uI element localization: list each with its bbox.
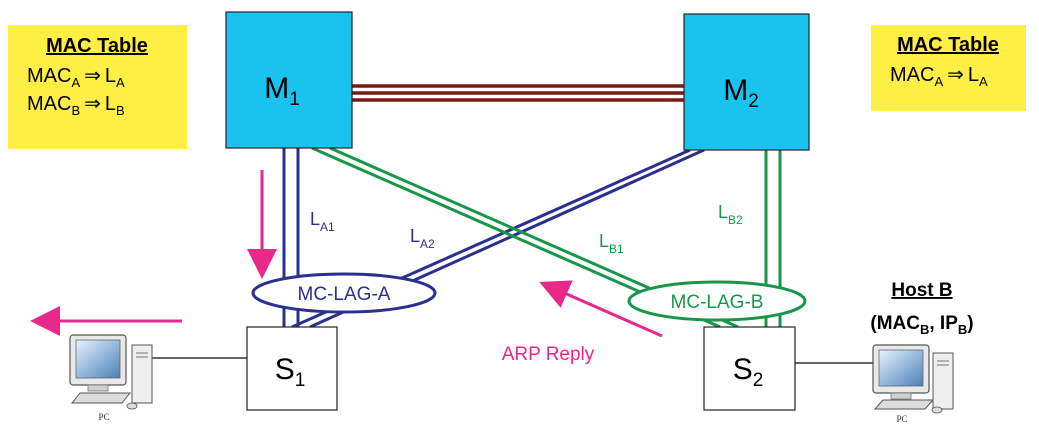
pc-right-label: PC bbox=[896, 414, 907, 424]
mc-lag-b-label: MC-LAG-B bbox=[671, 292, 764, 313]
arp-reply-label: ARP Reply bbox=[502, 344, 595, 365]
switch-m2-label: M2 bbox=[723, 74, 759, 112]
switch-s2-label: S2 bbox=[733, 353, 764, 391]
mac-table-left-row2: MACB⇒LB bbox=[27, 93, 125, 118]
mc-lag-a-label: MC-LAG-A bbox=[298, 284, 391, 305]
interlink-m1-m2 bbox=[352, 84, 684, 102]
arrow-icon bbox=[539, 280, 663, 338]
mac-table-right-row1: MACA⇒LA bbox=[890, 64, 988, 89]
switch-s1[interactable]: S1 bbox=[246, 326, 338, 411]
pc-left-label: PC bbox=[98, 412, 109, 422]
pc-icon[interactable] bbox=[69, 334, 153, 410]
link-lb1-label: LB1 bbox=[599, 231, 624, 256]
mc-lag-a: MC-LAG-A bbox=[251, 272, 437, 314]
mc-lag-b: MC-LAG-B bbox=[627, 280, 807, 322]
switch-m1[interactable]: M1 bbox=[225, 11, 353, 149]
link-la2-label: LA2 bbox=[410, 226, 435, 251]
switch-m2[interactable]: M2 bbox=[683, 13, 810, 151]
switch-s1-label: S1 bbox=[275, 353, 306, 391]
mac-table-left: MAC Table MACA⇒LA MACB⇒LB bbox=[8, 25, 187, 149]
switch-s2[interactable]: S2 bbox=[703, 326, 796, 411]
pc-icon[interactable] bbox=[872, 344, 954, 414]
mac-table-left-row1: MACA⇒LA bbox=[27, 65, 125, 90]
mac-table-right: MAC Table MACA⇒LA bbox=[871, 25, 1026, 111]
mac-table-left-title: MAC Table bbox=[46, 35, 148, 57]
mac-table-right-title: MAC Table bbox=[897, 34, 999, 56]
host-b-title: Host B bbox=[891, 280, 952, 301]
switch-m1-label: M1 bbox=[264, 72, 300, 110]
link-lb2-label: LB2 bbox=[718, 202, 743, 227]
link-la1-label: LA1 bbox=[310, 209, 335, 234]
host-b-address: (MACB, IPB) bbox=[870, 313, 973, 337]
